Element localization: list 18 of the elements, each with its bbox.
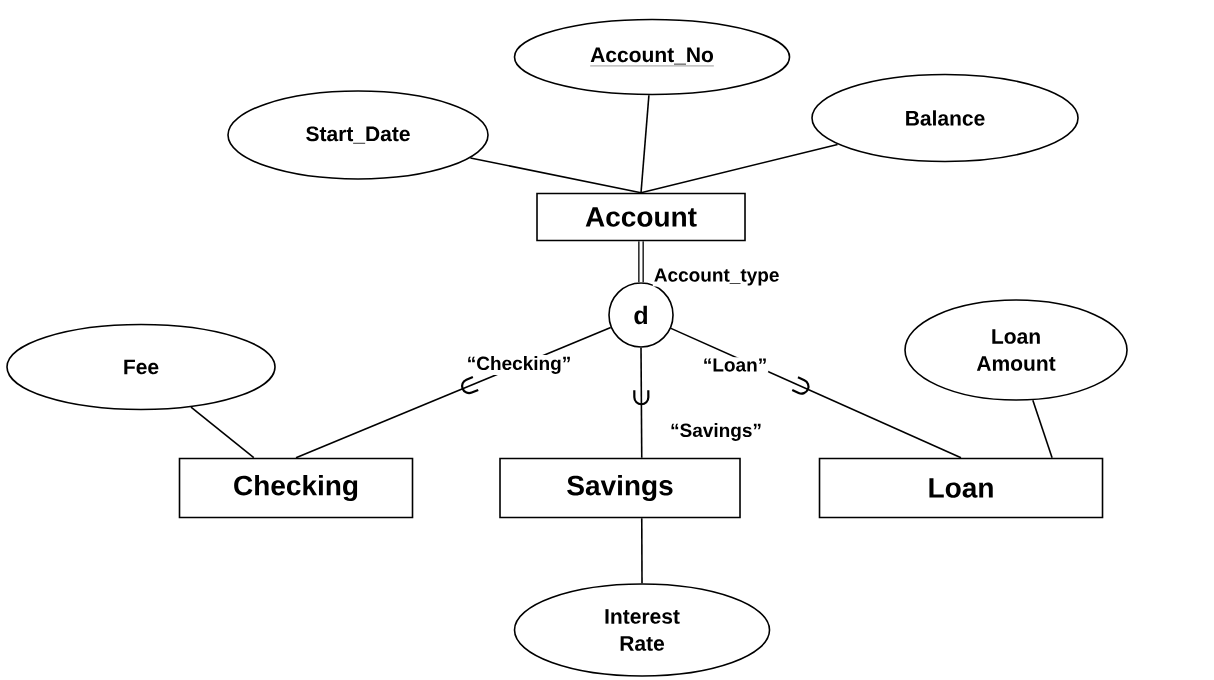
entity-box: Loan: [818, 457, 1104, 519]
edge-label: “Loan”: [701, 357, 769, 373]
subset-line: [670, 327, 962, 459]
edge-label: Account_type: [652, 267, 781, 287]
entity-box: Savings: [499, 457, 741, 519]
double-line: [638, 241, 644, 283]
subset-line: [633, 347, 650, 459]
connector-line: [1032, 399, 1053, 459]
connector-line: [190, 406, 255, 459]
edge-label: “Savings”: [669, 422, 763, 442]
connector-line: [640, 94, 650, 194]
subset-line: [295, 326, 612, 459]
entity-box: Account: [536, 192, 746, 242]
connector-line: [640, 143, 839, 194]
connector-line: [640, 517, 643, 584]
edge-label: “Checking”: [465, 355, 573, 375]
connector-line: [469, 157, 642, 194]
entity-box: Checking: [178, 457, 414, 519]
